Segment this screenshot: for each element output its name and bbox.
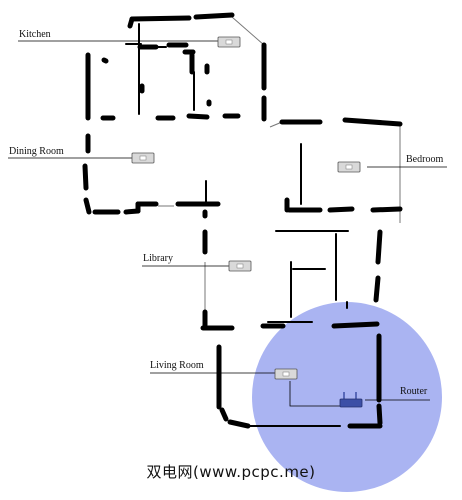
router-icon [339, 392, 363, 408]
wifi-extender-icon [131, 152, 155, 164]
wifi-extender-icon [274, 368, 298, 380]
thick-walls [82, 12, 403, 429]
living-room-label: Living Room [150, 360, 204, 371]
wifi-extender-icon [217, 36, 241, 48]
router-label: Router [400, 386, 428, 397]
library-label: Library [143, 253, 173, 264]
kitchen-label: Kitchen [19, 29, 51, 40]
bedroom-label: Bedroom [406, 154, 443, 165]
label-leaders [8, 40, 447, 407]
wifi-coverage-area [252, 302, 442, 492]
wifi-extender-icon [228, 260, 252, 272]
watermark-text: 双电网(www.pcpc.me) [146, 463, 316, 481]
interior-walls [125, 23, 349, 323]
dining-room-label: Dining Room [9, 146, 64, 157]
wifi-extender-icon [337, 161, 361, 173]
